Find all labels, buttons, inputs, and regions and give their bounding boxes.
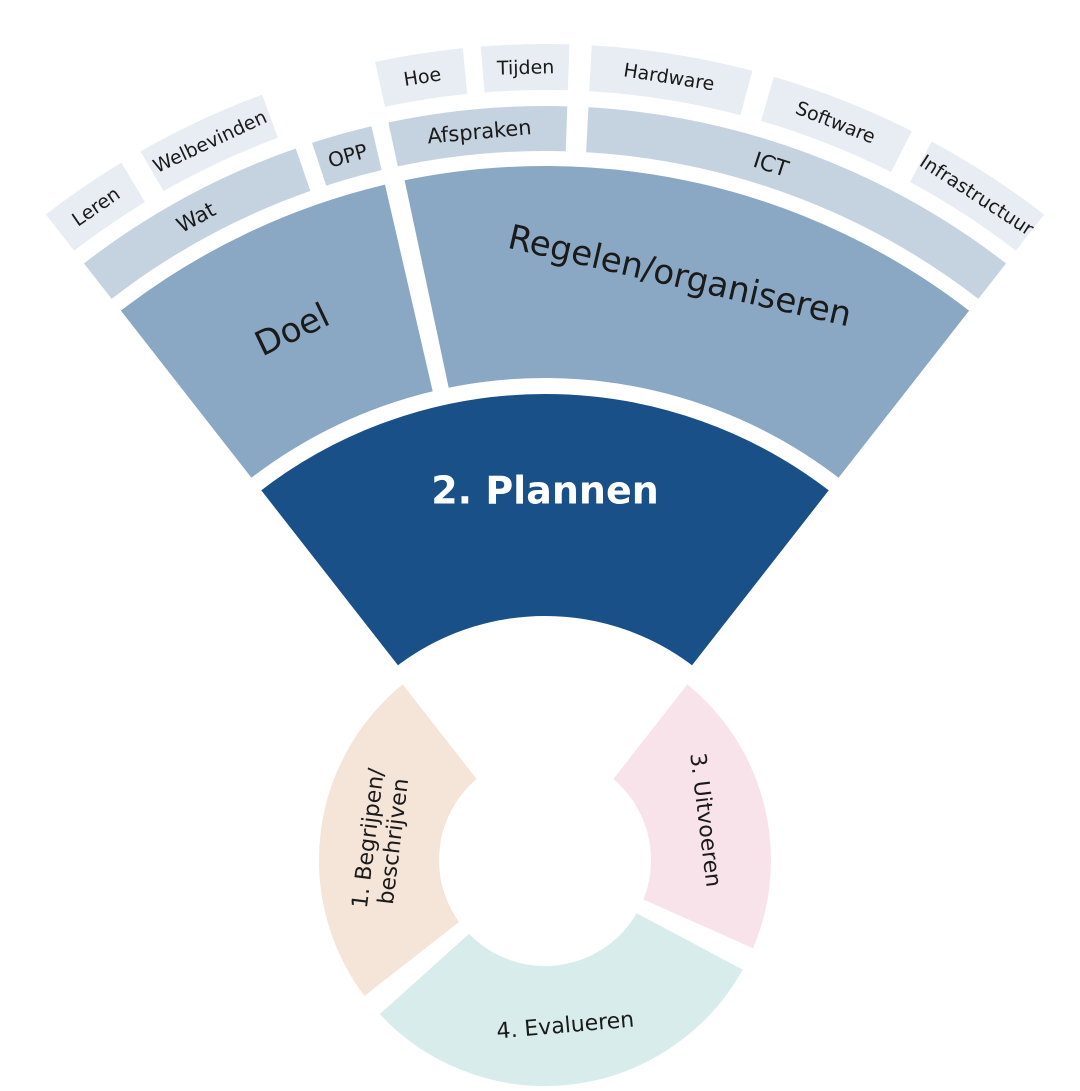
segment-begrijpen-shape [311, 674, 487, 1006]
segment-hoe: Hoe [366, 39, 476, 116]
segment-hardware-shape [581, 37, 762, 125]
segment-doel: Doel [111, 175, 442, 488]
segment-regelen-organiseren-shape [395, 158, 979, 488]
segment-tijden-shape [472, 36, 578, 101]
segment-infrastructuur-shape [900, 131, 1054, 261]
segment-opp: OPP [302, 117, 391, 195]
segment-afspraken-shape [379, 98, 576, 176]
segment-welbevinden-shape [131, 85, 288, 201]
segment-plannen-shape [251, 386, 839, 675]
segment-evalueren: 4. Evalueren [370, 903, 753, 1091]
segment-wat: Wat [74, 139, 320, 309]
segment-tijden-label: Tijden [496, 56, 555, 79]
segment-tijden: Tijden [472, 36, 578, 101]
segment-leren: Leren [36, 153, 155, 261]
segment-software: Software [752, 67, 922, 182]
segment-uitvoeren-shape [603, 674, 779, 958]
segment-leren-shape [36, 153, 155, 261]
segment-hoe-shape [366, 39, 476, 116]
segment-begrijpen: 1. Begrijpen/beschrijven [311, 674, 487, 1006]
segment-uitvoeren: 3. Uitvoeren [603, 674, 779, 958]
segment-doel-shape [111, 175, 442, 488]
segment-hardware: Hardware [581, 37, 762, 125]
segment-opp-shape [302, 117, 391, 195]
segment-afspraken: Afspraken [379, 98, 576, 176]
segment-software-shape [752, 67, 922, 182]
segment-plannen: 2. Plannen [251, 386, 839, 675]
segment-plannen-label: 2. Plannen [431, 468, 659, 512]
segment-ict: ICT [577, 99, 1016, 309]
segment-wat-shape [74, 139, 320, 309]
segment-regelen-organiseren: Regelen/organiseren [395, 158, 979, 488]
label-line: 2. Plannen [431, 468, 659, 512]
segment-evalueren-shape [370, 903, 753, 1091]
label-line: Tijden [496, 56, 555, 79]
segment-ict-shape [577, 99, 1016, 309]
